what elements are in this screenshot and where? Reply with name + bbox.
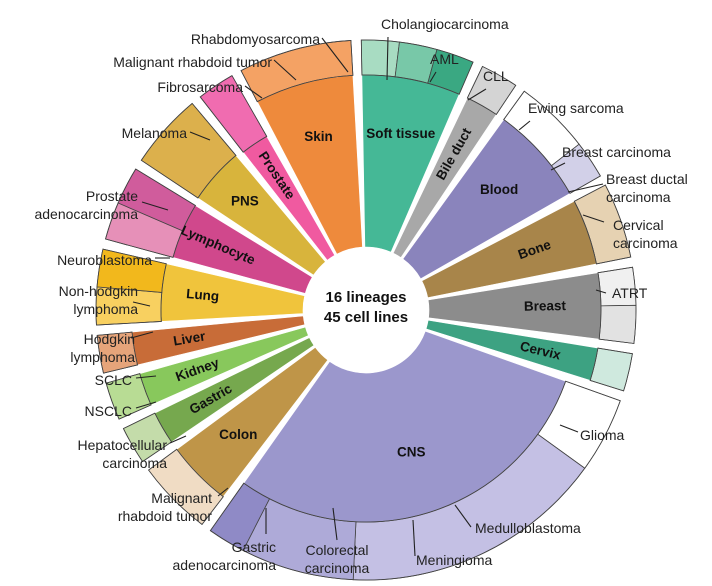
leader-line — [273, 59, 297, 81]
lineage-outline-liver — [96, 331, 138, 374]
subtype-label-melanoma: Melanoma — [122, 125, 188, 141]
lineage-label-skin: Skin — [304, 129, 333, 144]
subtype-label-ewing-sarcoma: Ewing sarcoma — [528, 100, 624, 116]
subtype-label-cll: CLL — [483, 68, 509, 84]
lineage-outline-colon — [148, 448, 224, 526]
lineage-label-liver: Liver — [172, 328, 207, 348]
lineage-outline-breast — [597, 266, 637, 344]
lineage-outline-prostate — [199, 75, 268, 153]
lineage-label-colon: Colon — [219, 427, 257, 442]
subtype-ring — [95, 39, 637, 581]
subtype-label-sclc: SCLC — [95, 372, 132, 388]
lineage-ring — [131, 74, 602, 523]
subtype-label-medulloblastoma: Medulloblastoma — [475, 520, 581, 536]
lineage-outline-cervix — [589, 347, 633, 392]
leader-line — [412, 519, 416, 557]
leader-line — [132, 301, 151, 307]
subtype-label-nsclc: NSCLC — [85, 403, 132, 419]
leader-line — [582, 214, 605, 223]
leader-line — [454, 504, 472, 528]
subtype-label-malignant-rhabdoid-tumor: Malignant rhabdoid tumor — [113, 54, 272, 70]
subtype-label-meningioma: Meningioma — [416, 552, 492, 568]
subtype-label-breast-carcinoma: Breast carcinoma — [562, 144, 671, 160]
subtype-label-neuroblastoma: Neuroblastoma — [57, 252, 152, 268]
subtype-label-aml: AML — [430, 51, 459, 67]
lineage-label-breast: Breast — [524, 298, 567, 314]
leader-line — [189, 131, 211, 141]
lineage-outline-blood — [503, 90, 601, 194]
lineage-label-cns: CNS — [397, 445, 426, 460]
leader-line — [169, 435, 187, 444]
leader-line — [141, 201, 169, 211]
center-label: 16 lineages 45 cell lines — [324, 289, 408, 326]
leader-line — [386, 36, 389, 81]
lineage-outline-soft-tissue — [360, 39, 474, 95]
lineage-label-soft-tissue: Soft tissue — [366, 126, 436, 141]
leader-line — [550, 162, 566, 171]
lineage-outline-kidney — [105, 373, 152, 420]
leader-line — [467, 88, 487, 101]
leader-line — [559, 424, 579, 433]
subtype-label-glioma: Glioma — [580, 427, 625, 443]
leader-line — [135, 375, 157, 379]
leader-line — [332, 507, 338, 541]
leader-line — [321, 37, 349, 73]
center-line-1: 16 lineages — [326, 289, 407, 306]
leader-line — [244, 85, 263, 99]
lineage-label-blood: Blood — [480, 182, 518, 197]
leader-lines — [130, 36, 607, 557]
lineage-outline-cns — [209, 380, 621, 581]
leader-line — [429, 71, 437, 83]
lineage-outline-gastric — [122, 412, 173, 463]
lineage-label-lung: Lung — [186, 286, 220, 304]
lineage-outline-skin — [240, 39, 354, 103]
leader-line — [130, 331, 154, 339]
subtype-breast-ductal-carcinoma — [598, 304, 637, 344]
lineage-outline-lung — [95, 248, 167, 326]
subtype-label-fibrosarcoma: Fibrosarcoma — [157, 79, 243, 95]
lineage-label-pns: PNS — [231, 193, 259, 208]
subtype-label-atrt: ATRT — [612, 285, 648, 301]
subtype-label-rhabdomyosarcoma: Rhabdomyosarcoma — [191, 31, 320, 47]
center-line-2: 45 cell lines — [324, 309, 408, 326]
leader-line — [595, 289, 607, 294]
lineage-outline-bone — [573, 184, 632, 265]
subtype-label-cholangiocarcinoma: Cholangiocarcinoma — [381, 16, 509, 32]
lineage-outline-pns — [140, 102, 237, 199]
leader-line — [518, 120, 531, 131]
leader-line — [217, 487, 229, 497]
lineage-outline-lymphocyte — [105, 168, 196, 258]
leader-line — [567, 183, 604, 193]
subtype-fibrosarcoma — [360, 39, 400, 78]
leader-line — [135, 401, 157, 409]
